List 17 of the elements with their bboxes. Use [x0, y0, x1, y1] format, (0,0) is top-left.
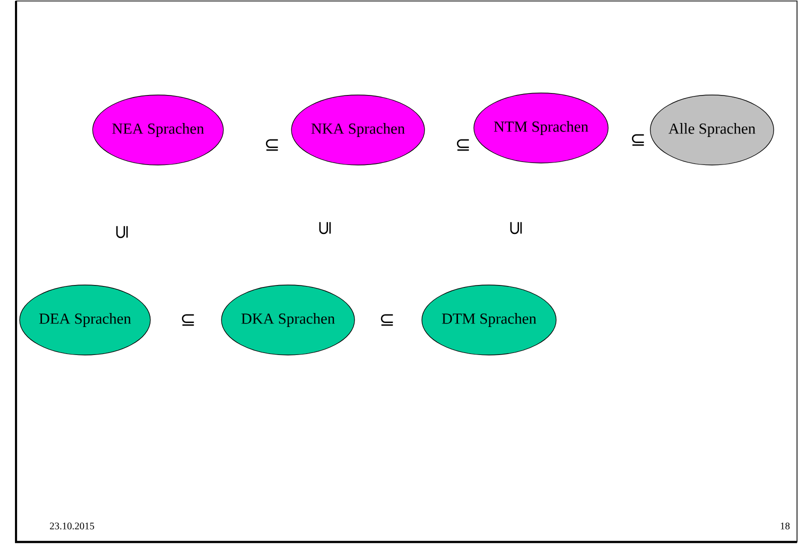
ellipse-node: DTM Sprachen [422, 284, 556, 356]
ellipse-node: DEA Sprachen [19, 284, 151, 356]
footer-text: 18 [780, 522, 790, 530]
subset-symbol: ⊆ [510, 222, 522, 234]
ellipse-node: DKA Sprachen [221, 284, 355, 356]
ellipse-node: NKA Sprachen [291, 94, 425, 166]
subset-symbol: ⊆ [632, 134, 644, 146]
subset-symbol: ⊆ [380, 314, 393, 326]
ellipse-node: NTM Sprachen [474, 92, 608, 164]
subset-symbol: ⊆ [266, 139, 278, 151]
ellipse-node: Alle Sprachen [650, 94, 774, 166]
subset-symbol: ⊆ [116, 226, 128, 238]
ellipse-node: NEA Sprachen [92, 94, 224, 166]
subset-symbol: ⊆ [456, 139, 469, 151]
footer-text: 23.10.2015 [50, 522, 94, 530]
subset-symbol: ⊆ [182, 314, 194, 326]
subset-symbol: ⊆ [319, 222, 331, 234]
